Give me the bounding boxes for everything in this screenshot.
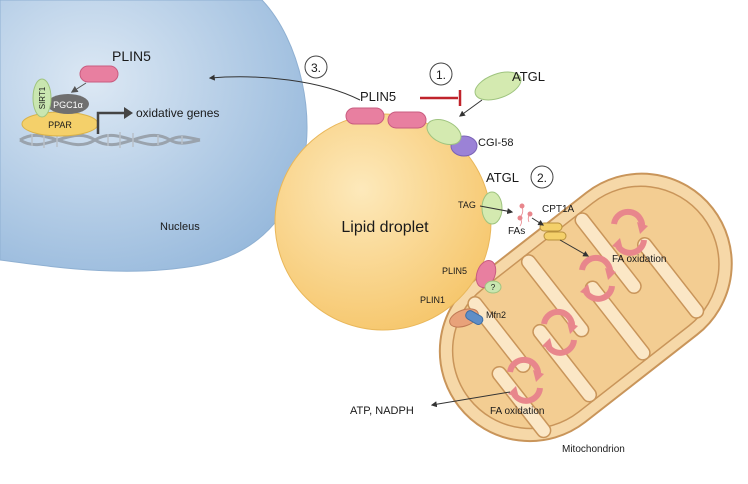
fa-transport-arrow bbox=[559, 239, 590, 257]
step3-label: 3. bbox=[311, 61, 321, 75]
mfn2-label: Mfn2 bbox=[486, 310, 506, 320]
tag-to-fas-arrow bbox=[479, 205, 514, 215]
plin5-nucleus-protein bbox=[79, 65, 119, 83]
mfn2-protein bbox=[465, 310, 484, 325]
step3-circle bbox=[304, 55, 328, 79]
atgl-complex-protein bbox=[426, 118, 462, 146]
unknown-partner-label: ? bbox=[491, 283, 496, 292]
plin5-top-label: PLIN5 bbox=[360, 89, 396, 104]
mitochondrion bbox=[438, 172, 733, 443]
step2-circle bbox=[530, 165, 554, 189]
step3-arrow bbox=[208, 74, 361, 101]
fa-oxidation-upper-label: FA oxidation bbox=[612, 254, 666, 265]
pgc1a-label: PGC1α bbox=[53, 100, 83, 110]
plin5-to-pgc1a-arrow bbox=[70, 82, 87, 93]
mitochondrion-label: Mitochondrion bbox=[562, 444, 625, 455]
plin5-droplet-protein-1 bbox=[345, 107, 385, 125]
plin5-droplet-protein-2 bbox=[387, 111, 427, 129]
atgl-mid-label: ATGL bbox=[486, 170, 519, 185]
plin5-nucleus-label: PLIN5 bbox=[112, 48, 151, 64]
atp-nadph-arrow bbox=[430, 391, 511, 408]
pgc1a-protein bbox=[47, 94, 89, 114]
plin1-label: PLIN1 bbox=[420, 295, 445, 305]
ppar-label: PPAR bbox=[48, 120, 72, 130]
fas-to-cpt1a-arrow bbox=[531, 217, 545, 226]
dna-rungs bbox=[31, 132, 183, 148]
cpt1a-channel-inner bbox=[543, 231, 567, 241]
transcription-arrow bbox=[96, 111, 124, 134]
cgi58-label: CGI-58 bbox=[478, 137, 513, 149]
fas-label: FAs bbox=[508, 226, 525, 237]
oxidative-genes-label: oxidative genes bbox=[136, 106, 219, 120]
step1-label: 1. bbox=[436, 68, 446, 82]
transcription-arrowhead bbox=[124, 107, 133, 119]
lipid-droplet-label: Lipid droplet bbox=[341, 219, 429, 236]
atgl-top-protein bbox=[474, 71, 522, 101]
cpt1a-label: CPT1A bbox=[542, 204, 575, 215]
plin5-side-label: PLIN5 bbox=[442, 266, 467, 276]
atp-nadph-label: ATP, NADPH bbox=[350, 405, 414, 417]
step2-label: 2. bbox=[537, 171, 547, 185]
step1-circle bbox=[429, 62, 453, 86]
cycle-arrowheads bbox=[508, 222, 648, 398]
sirt1-label: SIRT1 bbox=[38, 86, 47, 109]
nucleus-label: Nucleus bbox=[160, 221, 200, 233]
fa-oxidation-lower-label: FA oxidation bbox=[490, 406, 544, 417]
sirt1-protein bbox=[32, 78, 52, 118]
tag-label: TAG bbox=[458, 200, 476, 210]
atgl-top-label: ATGL bbox=[512, 69, 545, 84]
unknown-partner-protein bbox=[484, 280, 502, 294]
cpt1a-channel-outer bbox=[539, 222, 563, 232]
fatty-acid-molecules bbox=[517, 203, 533, 227]
atgl-to-cgi58-arrow bbox=[459, 99, 483, 117]
